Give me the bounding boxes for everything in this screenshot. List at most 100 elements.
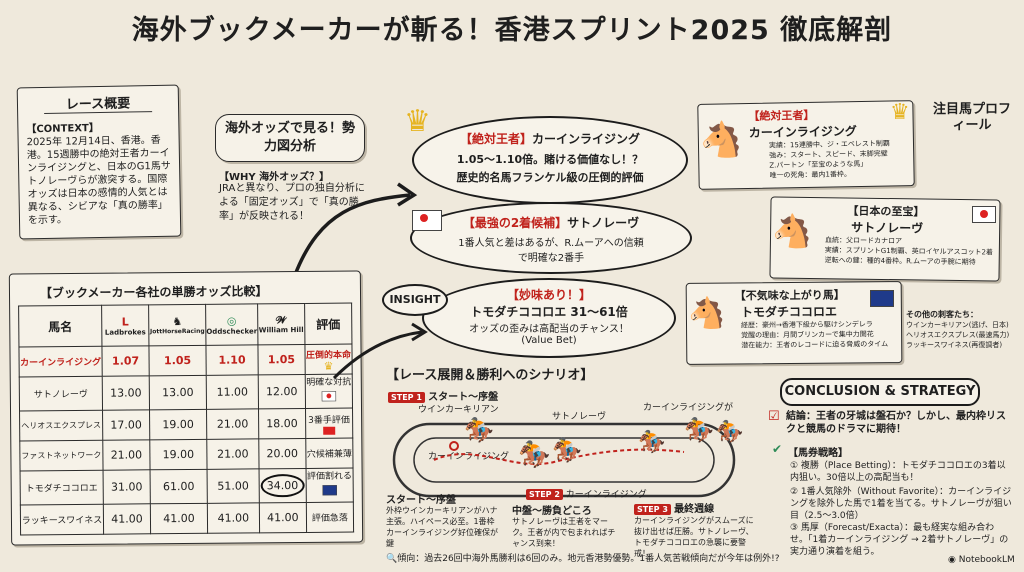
king-tag: 【絶対王者】 [459, 132, 532, 146]
row-horse: カーインライジング [18, 346, 103, 377]
horse-icon: 🏇 [684, 416, 714, 444]
brand-badge: ◉ NotebookLM [948, 555, 1015, 565]
horse-icon: 🏇 [716, 420, 744, 445]
oddsview-heading-box: 海外オッズで見る！勢力図分析 [215, 114, 365, 162]
second-oval: 【最強の2着候補】サトノレーヴ 1番人気と差はあるが、R.ムーアへの信頼 で明確… [410, 202, 692, 274]
odds-cell: 21.00 [102, 439, 151, 471]
odds-cell: 13.00 [149, 375, 207, 410]
row-horse: トモダチココロエ [20, 470, 104, 505]
row-horse: ヘリオスエクスプレス [19, 410, 103, 441]
start-text: 外枠ウインカーキリアンがハナ主張。ハイペース必至。1番枠カーインライジング好位確… [386, 506, 498, 548]
step2-title: 中盤〜勝負どころ [512, 506, 592, 517]
horse-portrait-icon: 🐴 [688, 296, 726, 331]
odds-cell: 41.00 [150, 503, 208, 534]
horse-portrait-icon: 🐴 [772, 212, 812, 250]
step3-title: 最終週線 [674, 504, 715, 515]
profile2-line: 逆転への鍵：種的4番枠。R.ムーアの手腕に期待 [824, 256, 976, 267]
king-line2: 歴史的名馬フランケル級の圧倒的評価 [456, 171, 644, 184]
eval-cell: 3番手評価 [305, 408, 353, 439]
oddsview-heading: 海外オッズで見る！勢力図分析 [224, 121, 355, 154]
odds-cell: 51.00 [207, 468, 260, 504]
col-oddschecker: ◎Oddschecker [205, 303, 258, 346]
odds-cell: 1.05 [148, 345, 207, 376]
step2: STEP 2 カーインライジング [526, 487, 647, 500]
insight-tag: 【妙味あり！】 [506, 288, 591, 302]
list-item: ラッキースワイネス(再復調者) [906, 341, 1003, 349]
second-name: サトノレーヴ [567, 216, 640, 230]
label-kain: カーインライジング [428, 452, 510, 462]
strategy-item: ② 1番人気除外（Without Favorite）：カーインライジングを除外し… [790, 487, 1012, 521]
king-oval: 【絶対王者】カーインライジング 1.05〜1.10倍。賭ける価値なし！？ 歴史的… [412, 116, 688, 204]
king-line1: 1.05〜1.10倍。賭ける価値なし！？ [456, 153, 644, 166]
odds-cell-highlight: 34.00 [258, 468, 307, 503]
king-name: カーインライジング [532, 132, 641, 146]
odds-cell: 11.00 [206, 374, 259, 410]
odds-cell: 17.00 [102, 409, 150, 441]
horse-icon: 🏇 [518, 440, 551, 470]
oddschecker-logo-icon: ◎ [226, 314, 237, 328]
insight-bubble: INSIGHT [382, 284, 448, 316]
scenario-heading: 【レース展開＆勝利へのシナリオ】 [386, 368, 594, 383]
odds-cell: 19.00 [149, 439, 208, 470]
insight-line2: (Value Bet) [521, 335, 577, 346]
ladbrokes-logo-icon: L [121, 314, 129, 329]
overview-card: レース概要 【CONTEXT】 2025年 12月14日、香港。香港。15週勝中… [16, 84, 182, 240]
col-horse: 馬名 [18, 305, 102, 347]
odds-cell: 19.00 [149, 409, 207, 440]
odds-cell: 61.00 [150, 469, 208, 504]
col-jott: ♞JottHorseRacing [148, 304, 206, 346]
table-row: トモダチココロエ 31.00 61.00 51.00 34.00 評価割れる [20, 468, 354, 505]
verdict-text: 結論：王者の牙城は盤石か？しかし、最内枠リスクと競馬のドラマに期待！ [786, 411, 1006, 435]
others-heading: その他の刺客たち： [906, 310, 978, 319]
odds-cell: 41.00 [103, 503, 151, 535]
arrow-to-insight [332, 322, 428, 380]
row-horse: サトノレーヴ [19, 376, 103, 411]
horse-icon: 🏇 [464, 416, 494, 444]
step3-label: STEP 3 [634, 504, 671, 515]
profile3-line: 潜在能力：王者のレコードに迫る脅威のタイム [741, 340, 889, 350]
odds-cell: 1.07 [101, 345, 150, 377]
odds-cell: 31.00 [103, 469, 151, 505]
odds-cell: 18.00 [258, 408, 306, 439]
table-row: ファストネットワーク 21.00 19.00 21.00 20.00 穴候補兼薄 [19, 438, 354, 471]
australia-flag-icon [322, 485, 337, 496]
eval-cell: 評価急落 [306, 502, 354, 533]
brand-name: NotebookLM [958, 555, 1015, 565]
check-icon: ☑ [768, 409, 780, 424]
others-box: その他の刺客たち： ウインカーキリアン(逃げ、日本) ヘリオスエクスプレス(最速… [906, 310, 1014, 350]
search-icon: 🔍 [386, 554, 398, 564]
odds-cell: 41.00 [207, 502, 260, 534]
odds-cell: 12.00 [258, 374, 306, 409]
japan-flag-icon [412, 210, 442, 235]
label-winker: ウインカーキリアン [418, 405, 499, 415]
oddsview-body: JRAと異なり、プロの独自分析による「固定オッズ」で「真の勝率」が反映される！ [219, 183, 365, 222]
context-label: 【CONTEXT】 [26, 122, 99, 136]
conclusion-heading-box: CONCLUSION & STRATEGY [780, 378, 980, 406]
eval-cell: 穴候補兼薄 [305, 438, 354, 469]
australia-flag-icon [870, 290, 894, 311]
horse-icon: 🏇 [552, 436, 582, 464]
step1-title: スタート〜序盤 [428, 392, 499, 403]
insight-line1: オッズの歪みは高配当のチャンス！ [469, 324, 629, 335]
start-title: スタート〜序盤 [386, 495, 456, 506]
insight-oval: 【妙味あり！】 トモダチココロエ 31〜61倍 オッズの歪みは高配当のチャンス！… [422, 278, 676, 358]
race-track [392, 422, 736, 498]
label-kain2: カーインライジングが [643, 403, 734, 413]
list-item: ウインカーキリアン(逃げ、日本) [906, 321, 1009, 329]
row-horse: ラッキースワイネス [20, 504, 104, 535]
second-tag: 【最強の2着候補】 [462, 216, 568, 230]
table-row: ヘリオスエクスプレス 17.00 19.00 21.00 18.00 3番手評価 [19, 408, 353, 441]
second-line1: 1番人気と差はあるが、R.ムーアへの信頼 [458, 238, 644, 249]
step1: STEP 1 スタート〜序盤 [388, 388, 498, 403]
odds-cell: 13.00 [102, 375, 150, 411]
arrow-to-king [293, 182, 418, 276]
table-row: ラッキースワイネス 41.00 41.00 41.00 41.00 評価急落 [20, 502, 354, 535]
table-row: カーインライジング 1.07 1.05 1.10 1.05 圧倒的本命♛ [18, 344, 353, 377]
trend-text: 🔍傾向：過去26回中海外馬勝利は6回のみ。地元香港勢優勢。1番人気苦戦傾向だが今… [386, 554, 780, 564]
horse-portrait-icon: 🐴 [700, 120, 743, 160]
odds-cell: 21.00 [206, 438, 259, 470]
